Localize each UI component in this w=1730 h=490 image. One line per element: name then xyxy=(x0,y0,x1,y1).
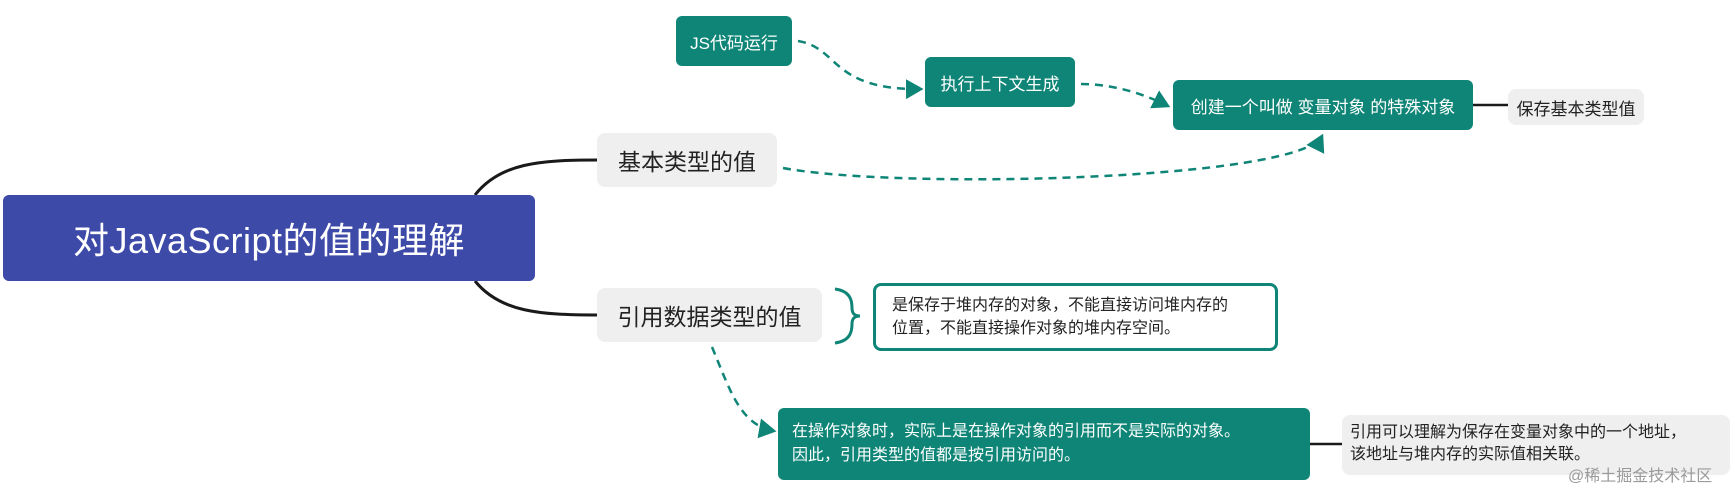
heap-note-line-1: 是保存于堆内存的对象，不能直接访问堆内存的 xyxy=(892,297,1229,314)
watermark: @稀土掘金技术社区 xyxy=(1568,468,1713,485)
reference-value-node[interactable]: 引用数据类型的值 xyxy=(597,288,822,342)
address-note-line-1: 引用可以理解为保存在变量对象中的一个地址， xyxy=(1350,424,1687,441)
variable-object-node[interactable]: 创建一个叫做 变量对象 的特殊对象 xyxy=(1173,80,1473,130)
heap-note-line-2: 位置，不能直接操作对象的堆内存空间。 xyxy=(892,320,1181,337)
js-run-label: JS代码运行 xyxy=(690,33,778,53)
js-run-node[interactable]: JS代码运行 xyxy=(676,16,792,66)
basic-to-create-arrow xyxy=(782,133,1325,181)
operate-note-node[interactable]: 在操作对象时，实际上是在操作对象的引用而不是实际的对象。 因此，引用类型的值都是… xyxy=(778,408,1310,480)
heap-note-node[interactable]: 是保存于堆内存的对象，不能直接访问堆内存的 位置，不能直接操作对象的堆内存空间。 xyxy=(873,283,1278,351)
exec-context-label: 执行上下文生成 xyxy=(940,74,1060,94)
basic-value-node[interactable]: 基本类型的值 xyxy=(597,133,777,187)
js-to-exec-arrow xyxy=(797,39,924,100)
variable-object-label: 创建一个叫做 变量对象 的特殊对象 xyxy=(1190,97,1456,117)
address-note-line-2: 该地址与堆内存的实际值相关联。 xyxy=(1350,446,1591,463)
ref-brace xyxy=(834,287,861,345)
save-basic-label: 保存基本类型值 xyxy=(1516,99,1636,119)
reference-value-label: 引用数据类型的值 xyxy=(617,304,802,330)
operate-note-line-1: 在操作对象时，实际上是在操作对象的引用而不是实际的对象。 xyxy=(792,423,1241,440)
ref-to-operate-arrow xyxy=(710,346,777,439)
save-basic-node[interactable]: 保存基本类型值 xyxy=(1508,89,1644,125)
root-node[interactable]: 对JavaScript的值的理解 xyxy=(3,195,535,281)
operate-note-line-2: 因此，引用类型的值都是按引用访问的。 xyxy=(792,447,1081,464)
root-label: 对JavaScript的值的理解 xyxy=(72,220,466,261)
root-to-basic-connector xyxy=(473,158,598,196)
address-note-node[interactable]: 引用可以理解为保存在变量对象中的一个地址， 该地址与堆内存的实际值相关联。 xyxy=(1342,415,1730,475)
exec-context-node[interactable]: 执行上下文生成 xyxy=(925,57,1075,107)
exec-to-create-arrow xyxy=(1080,82,1171,109)
root-to-ref-connector xyxy=(473,280,598,317)
basic-value-label: 基本类型的值 xyxy=(618,149,756,175)
